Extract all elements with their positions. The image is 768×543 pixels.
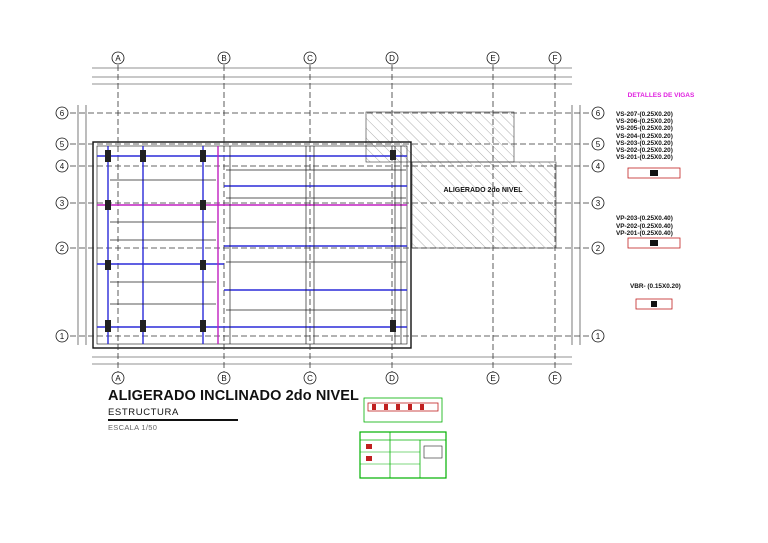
axis-label-3-left: 3 (60, 199, 65, 208)
axis-bubble-f-bottom: F (548, 371, 562, 385)
beam-details-heading: DETALLES DE VIGAS (627, 92, 695, 99)
axis-label-e-top: E (490, 54, 495, 63)
drawing-title-block: ALIGERADO INCLINADO 2do NIVEL ESTRUCTURA… (108, 388, 360, 432)
beam-section-sketches (627, 167, 681, 310)
specs-table-thumbnail (359, 431, 447, 479)
hatched-zone-top (365, 111, 515, 163)
axis-label-a-bottom: A (115, 374, 121, 383)
axis-bubble-6-right: 6 (591, 106, 605, 120)
axis-label-d-bottom: D (389, 374, 395, 383)
axis-bubble-4-left: 4 (55, 159, 69, 173)
slab-outline-inner (96, 145, 408, 345)
side-dimension-lines (77, 105, 581, 345)
zone-label: ALIGERADO 2do NIVEL (444, 187, 524, 194)
beam-spec: VS-207-(0.25X0.20) (616, 111, 673, 118)
beam-spec: VS-204-(0.25X0.20) (616, 132, 673, 140)
beam-group-3: VBR- (0.15X0.20) (616, 283, 706, 290)
beam-spec: VS-201-(0.25X0.20) (616, 154, 673, 162)
axis-label-4-right: 4 (596, 162, 601, 171)
axis-bubble-1-right: 1 (591, 329, 605, 343)
beam-spec: VS-206-(0.25X0.20) (616, 118, 673, 126)
axis-bubble-e-bottom: E (486, 371, 500, 385)
axis-bubble-b-bottom: B (217, 371, 231, 385)
drawing-scale: ESCALA 1/50 (108, 423, 158, 432)
axis-bubble-d-bottom: D (385, 371, 399, 385)
axis-label-5-left: 5 (60, 140, 65, 149)
axis-bubble-c-top: C (303, 51, 317, 65)
title-underline (108, 419, 238, 421)
joist-ticks (110, 146, 406, 344)
beam-spec: VBR- (0.15X0.20) (630, 283, 681, 291)
axis-bubble-1-left: 1 (55, 329, 69, 343)
axis-label-f-bottom: F (553, 374, 558, 383)
axis-bubble-a-bottom: A (111, 371, 125, 385)
beam-group-1: VS-207-(0.25X0.20) VS-206-(0.25X0.20) VS… (616, 111, 706, 161)
beam-spec: VS-202-(0.25X0.20) (616, 147, 673, 155)
axis-label-a-top: A (115, 54, 121, 63)
axis-label-1-right: 1 (596, 332, 601, 341)
row-axis-right: 6 5 4 3 2 1 (591, 106, 605, 343)
axis-bubble-4-right: 4 (591, 159, 605, 173)
axis-label-d-top: D (389, 54, 395, 63)
slab-outline (92, 141, 412, 349)
axis-bubble-c-bottom: C (303, 371, 317, 385)
top-dimension-lines (92, 67, 572, 365)
axis-bubble-3-left: 3 (55, 196, 69, 210)
axis-label-6-left: 6 (60, 109, 65, 118)
axis-bubble-2-right: 2 (591, 241, 605, 255)
drawing-discipline: ESTRUCTURA (108, 407, 179, 418)
axis-bubble-a-top: A (111, 51, 125, 65)
axis-label-c-top: C (307, 54, 313, 63)
beam-spec: VP-203-(0.25X0.40) (616, 215, 673, 223)
slab-detail-thumbnail (363, 397, 443, 423)
axis-label-1-left: 1 (60, 332, 65, 341)
axis-label-e-bottom: E (490, 374, 495, 383)
beam-spec: VS-205-(0.25X0.20) (616, 125, 673, 133)
column-axis-top: A B C D E F (111, 51, 562, 65)
axis-label-b-bottom: B (221, 374, 226, 383)
beam-spec: VP-202-(0.25X0.40) (616, 222, 673, 230)
axis-label-2-left: 2 (60, 244, 65, 253)
axis-label-c-bottom: C (307, 374, 313, 383)
axis-label-b-top: B (221, 54, 226, 63)
axis-bubble-6-left: 6 (55, 106, 69, 120)
axis-label-4-left: 4 (60, 162, 65, 171)
axis-bubble-3-right: 3 (591, 196, 605, 210)
drawing-title: ALIGERADO INCLINADO 2do NIVEL (108, 388, 360, 404)
axis-label-f-top: F (553, 54, 558, 63)
beam-details-panel: DETALLES DE VIGAS VS-207-(0.25X0.20) VS-… (616, 92, 706, 290)
beam-spec: VP-201-(0.25X0.40) (616, 229, 673, 237)
axis-bubble-5-right: 5 (591, 137, 605, 151)
hatched-zone-right (411, 161, 557, 249)
axis-label-2-right: 2 (596, 244, 601, 253)
axis-label-5-right: 5 (596, 140, 601, 149)
beams (97, 146, 407, 344)
axis-label-6-right: 6 (596, 109, 601, 118)
beam-group-2: VP-203-(0.25X0.40) VP-202-(0.25X0.40) VP… (616, 215, 706, 237)
axis-bubble-2-left: 2 (55, 241, 69, 255)
beam-spec: VS-203-(0.25X0.20) (616, 139, 673, 147)
columns (105, 150, 396, 332)
axis-bubble-f-top: F (548, 51, 562, 65)
axis-bubble-d-top: D (385, 51, 399, 65)
column-axis-bottom: A B C D E F (111, 371, 562, 385)
axis-bubble-e-top: E (486, 51, 500, 65)
row-axis-left: 6 5 4 3 2 1 (55, 106, 69, 343)
axis-label-3-right: 3 (596, 199, 601, 208)
axis-bubble-b-top: B (217, 51, 231, 65)
axis-bubble-5-left: 5 (55, 137, 69, 151)
